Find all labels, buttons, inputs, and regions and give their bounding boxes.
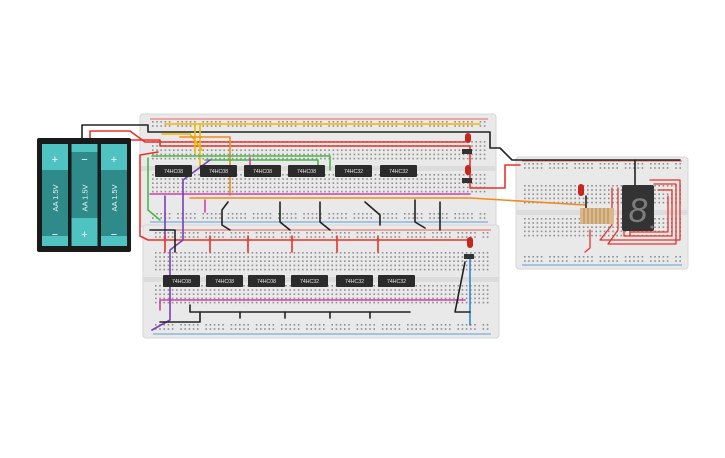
chip-bottom-3: 74HC08	[248, 275, 285, 287]
chip-bottom-5: 74HC32	[336, 275, 373, 287]
leds	[462, 133, 584, 259]
wire-orange	[189, 197, 586, 206]
chip-top-2: 74HC08	[200, 165, 237, 177]
chip-bottom-2: 74HC08	[206, 275, 243, 287]
seven-segment-display: 8	[622, 185, 654, 231]
wire-green	[147, 157, 161, 221]
chip-label: 74HC32	[387, 279, 406, 285]
led-1	[462, 133, 472, 154]
chip-bottom-1: 74HC08	[163, 275, 200, 287]
battery-cell-3: + − AA 1.5V	[101, 144, 127, 246]
chip-top-4: 74HC08	[288, 165, 325, 177]
chip-top-1: 74HC08	[155, 165, 192, 177]
resistor-array	[580, 208, 614, 224]
wire-battery-red	[89, 130, 466, 143]
battery-bottom-sign: −	[111, 229, 117, 241]
chip-label: 74HC08	[215, 279, 234, 285]
battery-cell-1: + − AA 1.5V	[42, 144, 68, 246]
battery-bottom-sign: −	[52, 229, 58, 241]
led-4	[578, 184, 584, 196]
chip-bottom-6: 74HC32	[378, 275, 415, 287]
battery-cell-label: AA 1.5V	[81, 184, 90, 211]
battery-bottom-sign: +	[81, 229, 87, 241]
led-3	[464, 237, 474, 259]
battery-top-sign: −	[81, 154, 87, 166]
chip-top-3: 74HC08	[244, 165, 281, 177]
wires	[81, 123, 681, 331]
chip-top-6: 74HC32	[380, 165, 417, 177]
chip-label: 74HC32	[389, 169, 408, 175]
battery-pack: + − AA 1.5V − + AA 1.5V + − AA 1.5V	[37, 138, 131, 252]
chip-label: 74HC32	[345, 279, 364, 285]
chip-label: 74HC08	[257, 279, 276, 285]
logic-chips: 74HC08 74HC08 74HC08 74HC08 74HC32 74HC32 74HC…	[155, 165, 417, 287]
led-2	[462, 165, 472, 183]
battery-top-sign: +	[111, 154, 117, 166]
battery-cell-label: AA 1.5V	[51, 184, 60, 211]
battery-top-sign: +	[52, 154, 58, 166]
battery-cell-2: − + AA 1.5V	[71, 144, 98, 246]
chip-label: 74HC08	[253, 169, 272, 175]
chip-label: 74HC08	[209, 169, 228, 175]
chip-label: 74HC08	[172, 279, 191, 285]
display-digit: 8	[629, 192, 648, 230]
chip-label: 74HC32	[344, 169, 363, 175]
wire-battery-black	[81, 124, 681, 161]
chip-label: 74HC32	[300, 279, 319, 285]
chip-bottom-4: 74HC32	[291, 275, 328, 287]
battery-cell-label: AA 1.5V	[110, 184, 119, 211]
chip-label: 74HC08	[297, 169, 316, 175]
chip-label: 74HC08	[164, 169, 183, 175]
chip-top-5: 74HC32	[335, 165, 372, 177]
